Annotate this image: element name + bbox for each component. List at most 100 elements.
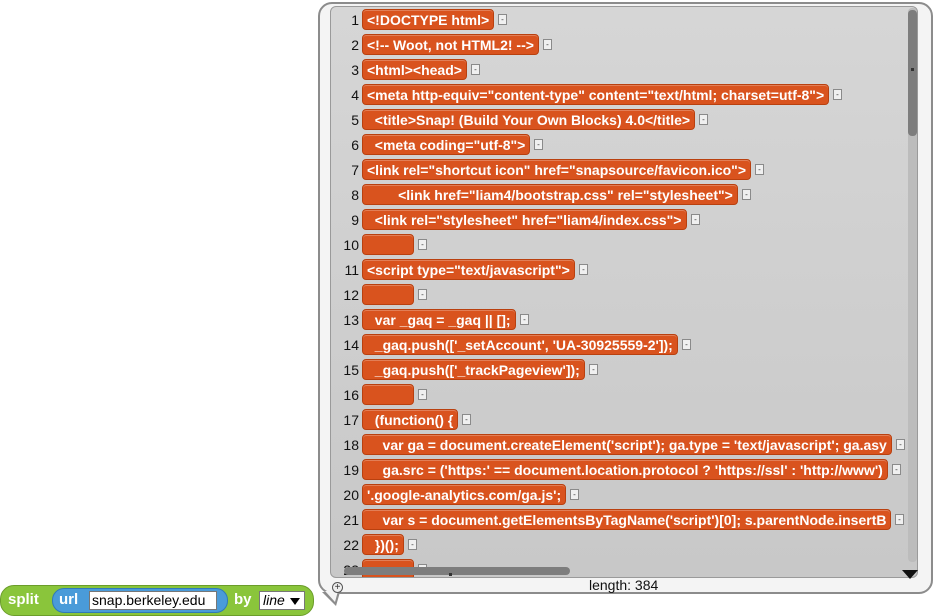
list-item-index: 11 [344, 262, 359, 278]
list-item[interactable]: 6 <meta coding="utf-8">- [331, 134, 917, 156]
list-item-index: 22 [343, 537, 359, 553]
list-item-value[interactable]: var ga = document.createElement('script'… [362, 434, 892, 455]
list-length-label: length: 384 [589, 577, 659, 593]
dropdown-arrow-icon[interactable] [290, 598, 300, 605]
list-item[interactable]: 3<html><head>- [331, 59, 917, 81]
list-item-index: 6 [351, 137, 359, 153]
item-menu-icon[interactable]: - [471, 64, 480, 75]
by-label: by [234, 591, 252, 608]
item-menu-icon[interactable]: - [589, 364, 598, 375]
item-menu-icon[interactable]: - [418, 389, 427, 400]
list-item-value[interactable]: <meta http-equiv="content-type" content=… [362, 84, 830, 105]
list-item[interactable]: 14 _gaq.push(['_setAccount', 'UA-3092555… [331, 334, 917, 356]
add-item-button[interactable]: + [332, 582, 343, 593]
list-item-value[interactable]: <!DOCTYPE html> [362, 9, 495, 30]
item-menu-icon[interactable]: - [498, 14, 507, 25]
list-item[interactable]: 22 })();- [331, 534, 917, 556]
list-item-value[interactable]: <script type="text/javascript"> [362, 259, 575, 280]
list-item-index: 3 [351, 62, 359, 78]
list-item-value[interactable] [362, 234, 414, 255]
url-label: url [59, 591, 79, 608]
scroll-marker [449, 573, 452, 576]
list-item-value[interactable]: <link href="liam4/bootstrap.css" rel="st… [362, 184, 738, 205]
resize-handle-icon[interactable] [902, 570, 918, 579]
item-menu-icon[interactable]: - [579, 264, 588, 275]
list-item-value[interactable]: <!-- Woot, not HTML2! --> [362, 34, 539, 55]
list-item-index: 4 [351, 87, 359, 103]
list-item[interactable]: 7<link rel="shortcut icon" href="snapsou… [331, 159, 917, 181]
item-menu-icon[interactable]: - [896, 439, 905, 450]
url-input[interactable]: snap.berkeley.edu [89, 591, 217, 610]
list-item[interactable]: 11<script type="text/javascript">- [331, 259, 917, 281]
list-item[interactable]: 12 - [331, 284, 917, 306]
item-menu-icon[interactable]: - [408, 539, 417, 550]
list-item-value[interactable]: })(); [362, 534, 404, 555]
vertical-scroll-thumb[interactable] [908, 10, 917, 136]
list-item[interactable]: 10 - [331, 234, 917, 256]
list-item-value[interactable]: ga.src = ('https:' == document.location.… [362, 459, 888, 480]
item-menu-icon[interactable]: - [534, 139, 543, 150]
item-menu-icon[interactable]: - [742, 189, 751, 200]
list-item-value[interactable]: <link rel="shortcut icon" href="snapsour… [362, 159, 751, 180]
item-menu-icon[interactable]: - [418, 289, 427, 300]
list-item-index: 14 [343, 337, 359, 353]
list-item-value[interactable] [362, 384, 414, 405]
item-menu-icon[interactable]: - [892, 464, 901, 475]
list-item-index: 8 [351, 187, 359, 203]
item-menu-icon[interactable]: - [520, 314, 529, 325]
list-item-index: 7 [351, 162, 359, 178]
list-item-value[interactable]: var s = document.getElementsByTagName('s… [362, 509, 892, 530]
list-item[interactable]: 1<!DOCTYPE html>- [331, 9, 917, 31]
list-item[interactable]: 4<meta http-equiv="content-type" content… [331, 84, 917, 106]
list-item[interactable]: 15 _gaq.push(['_trackPageview']);- [331, 359, 917, 381]
list-watcher[interactable]: 1<!DOCTYPE html>- 2<!-- Woot, not HTML2! … [330, 6, 918, 578]
list-item[interactable]: 19 ga.src = ('https:' == document.locati… [331, 459, 917, 481]
list-item[interactable]: 8 <link href="liam4/bootstrap.css" rel="… [331, 184, 917, 206]
list-item-value[interactable]: <title>Snap! (Build Your Own Blocks) 4.0… [362, 109, 696, 130]
list-item[interactable]: 9 <link rel="stylesheet" href="liam4/ind… [331, 209, 917, 231]
list-item-index: 2 [351, 37, 359, 53]
list-item-value[interactable]: '.google-analytics.com/ga.js'; [362, 484, 567, 505]
list-item-index: 10 [343, 237, 359, 253]
list-item-index: 13 [343, 312, 359, 328]
item-menu-icon[interactable]: - [833, 89, 842, 100]
list-item-value[interactable]: var _gaq = _gaq || []; [362, 309, 516, 330]
list-item-index: 18 [343, 437, 359, 453]
vertical-scrollbar[interactable] [908, 8, 917, 562]
item-menu-icon[interactable]: - [691, 214, 700, 225]
list-item-value[interactable] [362, 284, 414, 305]
list-item-index: 19 [343, 462, 359, 478]
split-label: split [8, 591, 39, 608]
list-item-index: 20 [343, 487, 359, 503]
list-item-index: 5 [351, 112, 359, 128]
item-menu-icon[interactable]: - [462, 414, 471, 425]
list-item-value[interactable]: <html><head> [362, 59, 467, 80]
item-menu-icon[interactable]: - [699, 114, 708, 125]
item-menu-icon[interactable]: - [682, 339, 691, 350]
list-item[interactable]: 21 var s = document.getElementsByTagName… [331, 509, 917, 531]
list-item-value[interactable]: (function() { [362, 409, 459, 430]
item-menu-icon[interactable]: - [570, 489, 579, 500]
speech-bubble-tail-fill [325, 591, 338, 602]
list-item-value[interactable]: <meta coding="utf-8"> [362, 134, 531, 155]
list-item[interactable]: 2<!-- Woot, not HTML2! -->- [331, 34, 917, 56]
item-menu-icon[interactable]: - [543, 39, 552, 50]
list-item[interactable]: 16- [331, 384, 917, 406]
item-menu-icon[interactable]: - [755, 164, 764, 175]
list-item[interactable]: 17 (function() {- [331, 409, 917, 431]
split-by-dropdown[interactable]: line [259, 591, 305, 610]
list-item[interactable]: 20'.google-analytics.com/ga.js';- [331, 484, 917, 506]
scroll-marker [911, 68, 914, 71]
list-item-value[interactable]: _gaq.push(['_trackPageview']); [362, 359, 585, 380]
list-item-index: 21 [343, 512, 359, 528]
list-item[interactable]: 18 var ga = document.createElement('scri… [331, 434, 917, 456]
horizontal-scroll-thumb[interactable] [344, 567, 570, 575]
list-item-value[interactable]: _gaq.push(['_setAccount', 'UA-30925559-2… [362, 334, 678, 355]
item-menu-icon[interactable]: - [418, 239, 427, 250]
list-item-value[interactable]: <link rel="stylesheet" href="liam4/index… [362, 209, 687, 230]
list-item-index: 12 [343, 287, 359, 303]
list-item[interactable]: 5 <title>Snap! (Build Your Own Blocks) 4… [331, 109, 917, 131]
item-menu-icon[interactable]: - [895, 514, 904, 525]
list-item-index: 17 [343, 412, 359, 428]
list-item[interactable]: 13 var _gaq = _gaq || [];- [331, 309, 917, 331]
